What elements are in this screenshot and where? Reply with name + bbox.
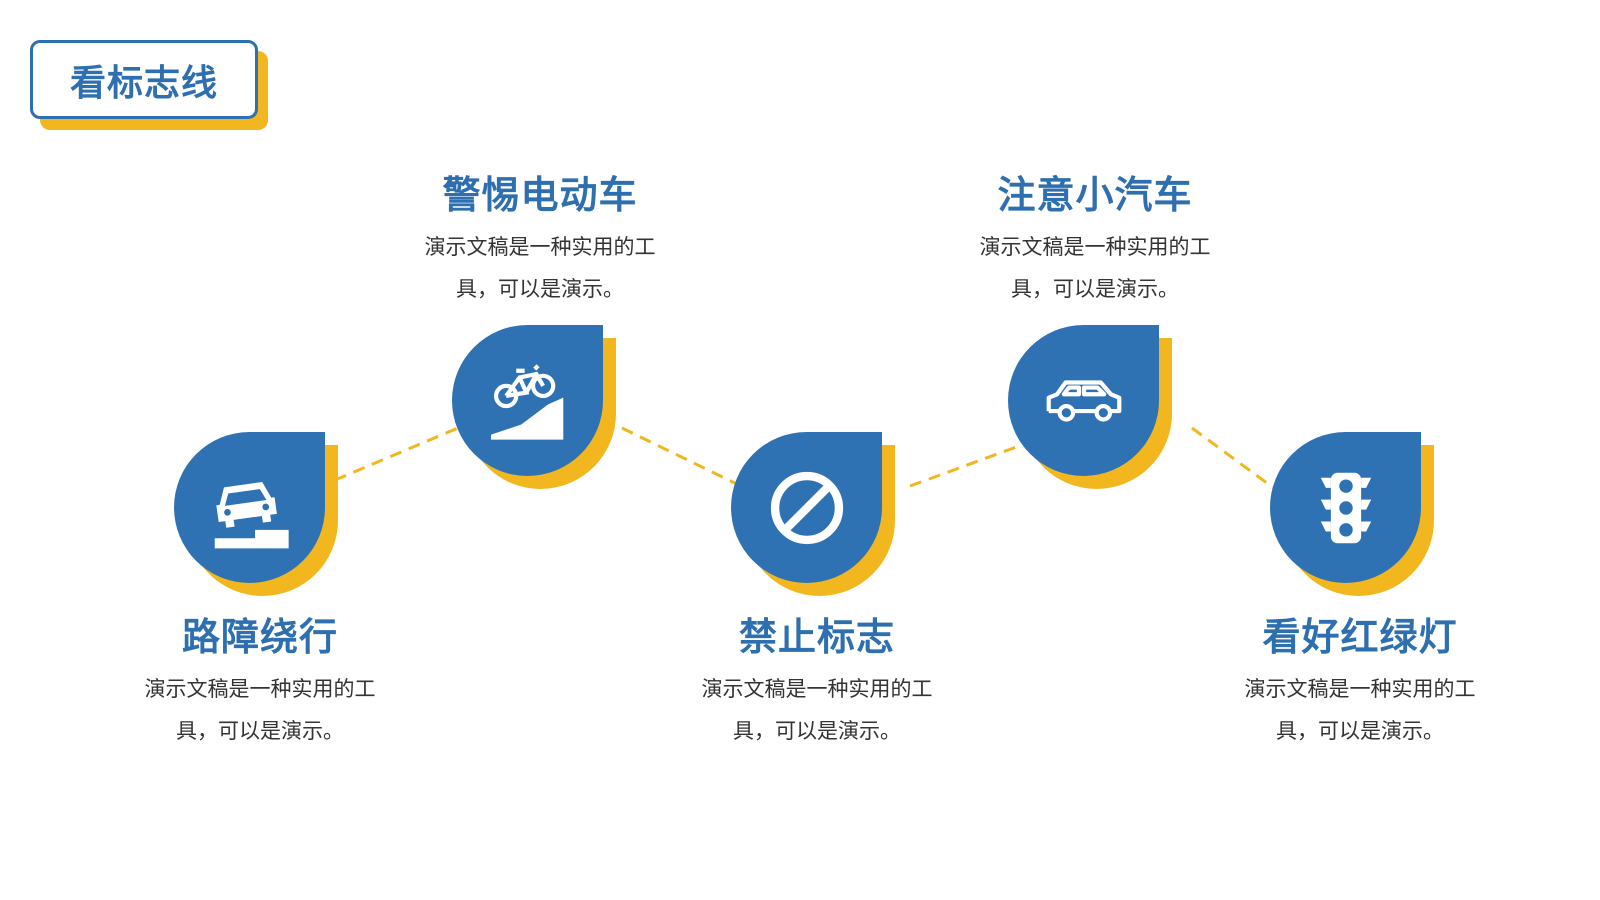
step-2-description: 演示文稿是一种实用的工具，可以是演示。 bbox=[424, 235, 656, 301]
step-5-heading: 看好红绿灯 bbox=[1262, 615, 1458, 659]
traffic-light-icon bbox=[1320, 472, 1371, 543]
bicycle-uphill-icon bbox=[490, 363, 563, 440]
step-3-heading: 禁止标志 bbox=[738, 615, 895, 659]
drop-shape bbox=[1008, 325, 1159, 476]
step-4-label: 注意小汽车 演示文稿是一种实用的工具，可以是演示。 bbox=[945, 172, 1245, 310]
drop-shape bbox=[174, 432, 325, 583]
step-5-node bbox=[1270, 432, 1435, 597]
drop-shape bbox=[1270, 432, 1421, 583]
prohibited-sign-icon bbox=[770, 471, 843, 544]
connector-1-2 bbox=[334, 426, 459, 482]
connector-3-4 bbox=[909, 440, 1031, 488]
step-4-heading: 注意小汽车 bbox=[997, 173, 1193, 217]
step-5-label: 看好红绿灯 演示文稿是一种实用的工具，可以是演示。 bbox=[1210, 614, 1510, 752]
step-3-description: 演示文稿是一种实用的工具，可以是演示。 bbox=[701, 677, 933, 743]
drop-shape bbox=[731, 432, 882, 583]
step-1-description: 演示文稿是一种实用的工具，可以是演示。 bbox=[144, 677, 376, 743]
step-4-description: 演示文稿是一种实用的工具，可以是演示。 bbox=[979, 235, 1211, 301]
step-5-description: 演示文稿是一种实用的工具，可以是演示。 bbox=[1244, 677, 1476, 743]
step-1-heading: 路障绕行 bbox=[181, 615, 338, 659]
title-badge: 看标志线 bbox=[30, 40, 270, 130]
step-2-heading: 警惕电动车 bbox=[442, 173, 638, 217]
drop-shape bbox=[452, 325, 603, 476]
step-1-label: 路障绕行 演示文稿是一种实用的工具，可以是演示。 bbox=[110, 614, 410, 752]
connector-2-3 bbox=[621, 426, 746, 490]
step-2-label: 警惕电动车 演示文稿是一种实用的工具，可以是演示。 bbox=[390, 172, 690, 310]
step-2-node bbox=[452, 325, 617, 490]
step-1-node bbox=[174, 432, 339, 597]
car-side-icon bbox=[1046, 379, 1121, 422]
page-title: 看标志线 bbox=[69, 62, 218, 104]
car-crash-icon bbox=[214, 481, 289, 548]
step-3-node bbox=[731, 432, 896, 597]
title-badge-box: 看标志线 bbox=[30, 40, 258, 119]
step-3-label: 禁止标志 演示文稿是一种实用的工具，可以是演示。 bbox=[667, 614, 967, 752]
step-4-node bbox=[1008, 325, 1173, 490]
